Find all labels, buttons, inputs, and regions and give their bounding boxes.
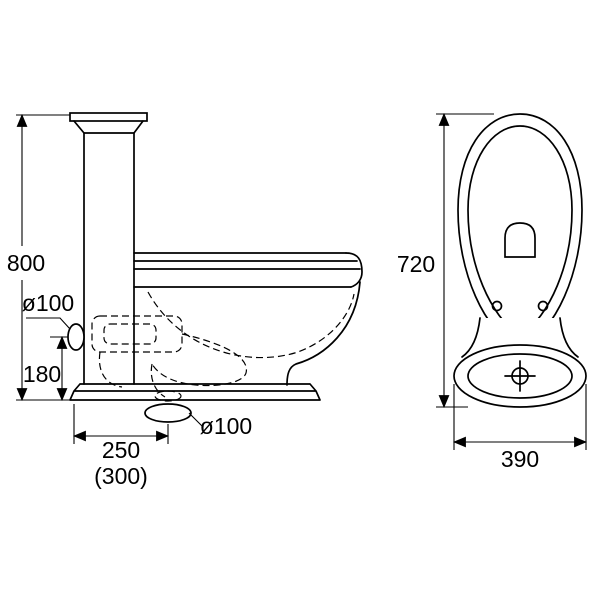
front-view: 720 390 — [397, 112, 588, 472]
floor-outlet — [144, 403, 192, 423]
bowl-front-curve — [286, 281, 361, 386]
setout-dim-label: 250 — [102, 437, 140, 463]
side-outlet — [67, 323, 85, 351]
base-width-dim-label: 390 — [501, 446, 539, 472]
bowl-side-outline — [133, 252, 363, 386]
bowl-outer-outline — [457, 113, 583, 350]
bolt-hole-left — [491, 300, 503, 312]
side-outlet-diameter-label: ø100 — [22, 290, 74, 316]
cistern-pipe — [83, 132, 135, 385]
flush-valve-hole — [504, 222, 536, 258]
trapway-hidden-lines — [91, 291, 355, 402]
drain-center-mark — [504, 360, 536, 392]
outlet-height-dim-label: 180 — [23, 361, 61, 387]
front-view-dimensions: 720 390 — [397, 112, 588, 472]
side-view: 800 ø100 180 250 (300) ø100 — [7, 112, 363, 489]
setout-alt-dim-label: (300) — [94, 463, 148, 489]
front-height-dim-label: 720 — [397, 251, 435, 277]
pipe-cap — [69, 112, 148, 134]
floor-outlet-leader-line — [188, 412, 204, 428]
side-outlet-leader-line — [26, 317, 71, 330]
overall-height-dim-label: 800 — [7, 250, 45, 276]
base-foot — [453, 344, 587, 408]
floor-outlet-hidden-ellipse — [154, 390, 182, 402]
bolt-hole-right — [537, 300, 549, 312]
side-view-dimensions: 800 ø100 180 250 (300) ø100 — [7, 113, 252, 489]
base-plinth — [69, 383, 321, 401]
floor-outlet-diameter-label: ø100 — [200, 413, 252, 439]
